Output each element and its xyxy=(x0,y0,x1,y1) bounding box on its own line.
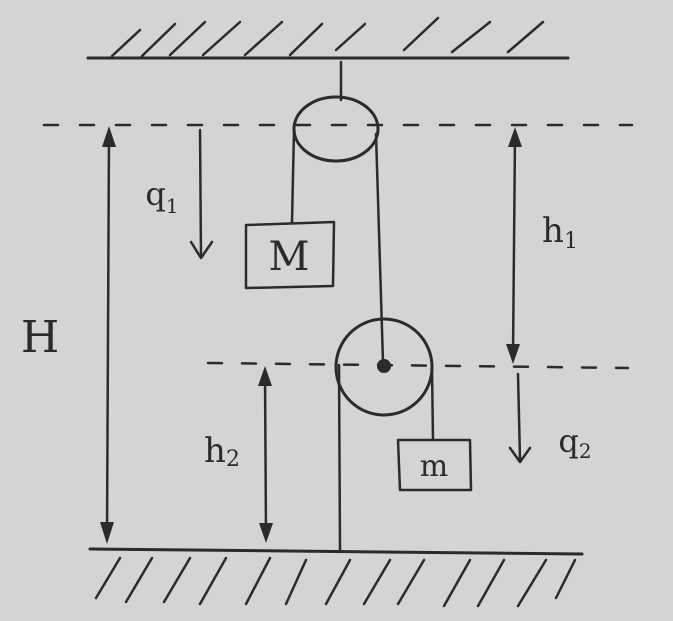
lower-reference-line xyxy=(206,361,630,370)
ceiling xyxy=(86,16,570,60)
height-h1-label: h1 xyxy=(542,211,578,254)
coordinate-q2-subscript: 2 xyxy=(579,439,592,463)
height-H-label: H xyxy=(21,312,59,363)
height-h2-arrow xyxy=(258,366,273,543)
rope-to-mass-m xyxy=(430,366,435,442)
mass-M-block: M xyxy=(244,220,336,290)
height-h2-subscript: 2 xyxy=(226,447,240,472)
coordinate-q1-symbol: q xyxy=(145,175,165,213)
coordinate-q2-arrow xyxy=(508,372,532,464)
mass-m-label: m xyxy=(420,449,448,484)
rope-to-mass-M xyxy=(290,128,296,224)
height-h2-label: h2 xyxy=(204,431,240,472)
mass-M-label: M xyxy=(269,234,310,280)
height-H-arrow xyxy=(100,126,116,544)
floor-hatching xyxy=(94,556,577,608)
height-h1-arrow xyxy=(506,127,522,364)
height-h2-symbol: h xyxy=(204,431,226,471)
floor xyxy=(88,547,584,608)
lower-pulley xyxy=(334,317,434,417)
height-h1-symbol: h xyxy=(542,211,564,251)
upper-pulley xyxy=(292,60,380,163)
ceiling-hatching xyxy=(110,16,545,58)
height-h1-subscript: 1 xyxy=(564,229,578,254)
coordinate-q1-subscript: 1 xyxy=(166,194,179,218)
coordinate-q2-symbol: q xyxy=(558,422,578,460)
rope-to-lower-pulley xyxy=(374,132,385,364)
coordinate-q2-label: q2 xyxy=(558,422,591,463)
rope-to-floor xyxy=(337,363,342,552)
lower-pulley-axle xyxy=(377,359,391,373)
coordinate-q1-arrow xyxy=(189,128,214,260)
coordinate-q1-label: q1 xyxy=(145,175,178,218)
mass-m-block: m xyxy=(396,438,473,492)
